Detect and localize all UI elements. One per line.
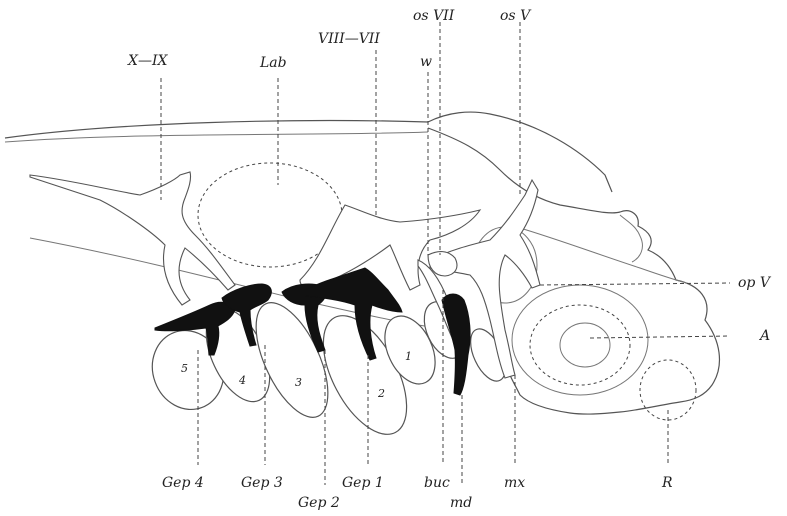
- leader-op-v: [540, 283, 730, 285]
- label-r: R: [662, 476, 673, 490]
- snout-contour: [620, 215, 642, 262]
- label-md: md: [450, 496, 472, 510]
- dorsal-outline: [5, 112, 612, 192]
- label-lab: Lab: [260, 56, 287, 70]
- leader-a: [590, 336, 730, 338]
- label-os-v: os V: [500, 9, 530, 23]
- arch-number-3: 3: [295, 376, 302, 389]
- nerve-x-ix: [30, 172, 235, 305]
- label-w: w: [420, 55, 432, 69]
- eye-outer: [512, 285, 648, 395]
- nerve-viii-vii: [300, 205, 480, 290]
- label-os-vii: os VII: [413, 9, 454, 23]
- label-mx: mx: [504, 476, 525, 490]
- eye-middle: [530, 305, 630, 385]
- label-buc: buc: [424, 476, 450, 490]
- label-a: A: [760, 329, 770, 343]
- arch-number-2: 2: [377, 387, 385, 400]
- arch-number-1: 1: [405, 350, 412, 363]
- dorsal-inner-outline: [5, 132, 428, 142]
- arch-number-5: 5: [181, 362, 188, 375]
- label-gep2: Gep 2: [298, 496, 340, 510]
- head-inner-outline: [520, 228, 690, 284]
- arch-number-4: 4: [238, 374, 246, 387]
- label-gep4: Gep 4: [162, 476, 204, 490]
- label-x-ix: X—IX: [128, 54, 167, 68]
- label-gep1: Gep 1: [342, 476, 384, 490]
- label-gep3: Gep 3: [241, 476, 283, 490]
- label-op-v: op V: [738, 276, 770, 290]
- eye-inner: [560, 323, 610, 367]
- label-viii-vii: VIII—VII: [318, 32, 380, 46]
